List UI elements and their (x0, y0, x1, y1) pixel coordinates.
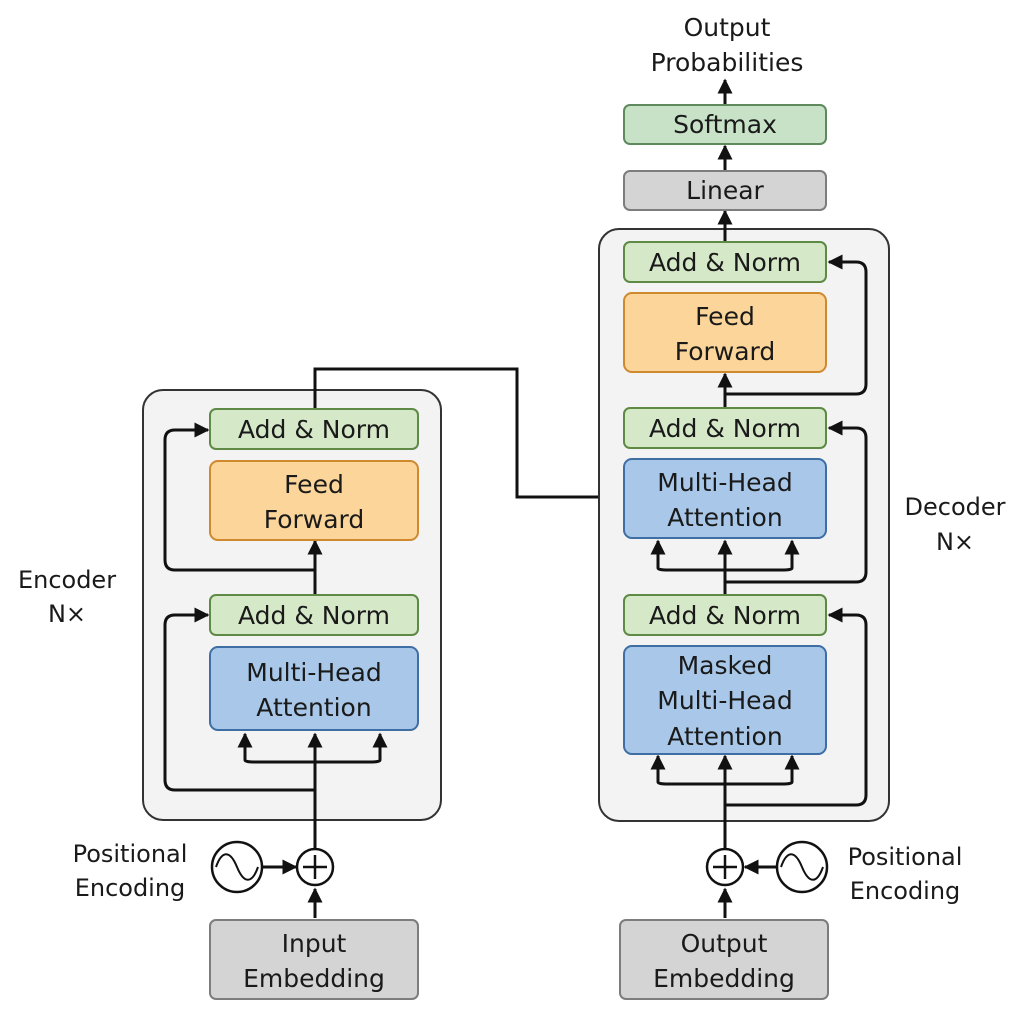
input-embedding: Input Embedding (209, 919, 419, 1000)
decoder-positional-label-1: Positional (848, 843, 963, 871)
decoder-add-icon (705, 847, 745, 887)
decoder-add-norm-top-label: Add & Norm (649, 248, 801, 277)
encoder-label: Encoder (18, 566, 116, 594)
decoder-positional-label-2: Encoding (850, 877, 961, 905)
decoder-masked-attention-label-3: Attention (667, 722, 782, 751)
linear-block: Linear (623, 170, 827, 211)
encoder-feed-forward-label-1: Feed (284, 470, 344, 499)
input-embedding-label-1: Input (282, 929, 347, 958)
decoder-add-norm-top: Add & Norm (623, 241, 827, 283)
decoder-add-norm-bottom-label: Add & Norm (649, 601, 801, 630)
decoder-masked-attention: Masked Multi-Head Attention (623, 645, 827, 755)
decoder-cross-attention-label-1: Multi-Head (657, 468, 793, 497)
decoder-repeat-label: N× (936, 528, 974, 556)
encoder-add-norm-bottom: Add & Norm (209, 594, 419, 636)
output-probabilities-label-1: Output (684, 13, 771, 42)
decoder-masked-attention-label-1: Masked (678, 651, 773, 680)
decoder-sine-icon (775, 840, 829, 894)
encoder-attention-label-2: Attention (256, 693, 371, 722)
encoder-connectors (163, 367, 624, 918)
encoder-feed-forward-label-2: Forward (264, 505, 365, 534)
softmax-label: Softmax (673, 110, 777, 139)
decoder-feed-forward: Feed Forward (623, 292, 827, 373)
encoder-add-icon (295, 847, 335, 887)
output-probabilities-label-2: Probabilities (651, 48, 804, 77)
encoder-feed-forward: Feed Forward (209, 460, 419, 541)
encoder-positional-label-2: Encoding (75, 874, 186, 902)
encoder-repeat-label: N× (48, 600, 86, 628)
linear-label: Linear (686, 176, 764, 205)
encoder-attention-label-1: Multi-Head (246, 658, 382, 687)
encoder-add-norm-top-label: Add & Norm (238, 415, 390, 444)
output-embedding: Output Embedding (619, 919, 829, 1000)
decoder-cross-attention-label-2: Attention (667, 503, 782, 532)
encoder-multi-head-attention: Multi-Head Attention (209, 646, 419, 731)
decoder-add-norm-middle: Add & Norm (623, 407, 827, 449)
input-embedding-label-2: Embedding (243, 964, 385, 993)
decoder-feed-forward-label-2: Forward (675, 337, 776, 366)
decoder-masked-attention-label-2: Multi-Head (657, 686, 793, 715)
decoder-label: Decoder (905, 493, 1006, 521)
decoder-add-norm-middle-label: Add & Norm (649, 414, 801, 443)
decoder-add-norm-bottom: Add & Norm (623, 594, 827, 636)
encoder-sine-icon (210, 840, 264, 894)
decoder-connectors (650, 78, 868, 918)
encoder-positional-label-1: Positional (73, 840, 188, 868)
output-embedding-label-1: Output (681, 929, 768, 958)
encoder-add-norm-top: Add & Norm (209, 408, 419, 450)
output-embedding-label-2: Embedding (653, 964, 795, 993)
decoder-cross-attention: Multi-Head Attention (623, 458, 827, 539)
decoder-feed-forward-label-1: Feed (695, 302, 755, 331)
softmax-block: Softmax (623, 104, 827, 145)
encoder-add-norm-bottom-label: Add & Norm (238, 601, 390, 630)
